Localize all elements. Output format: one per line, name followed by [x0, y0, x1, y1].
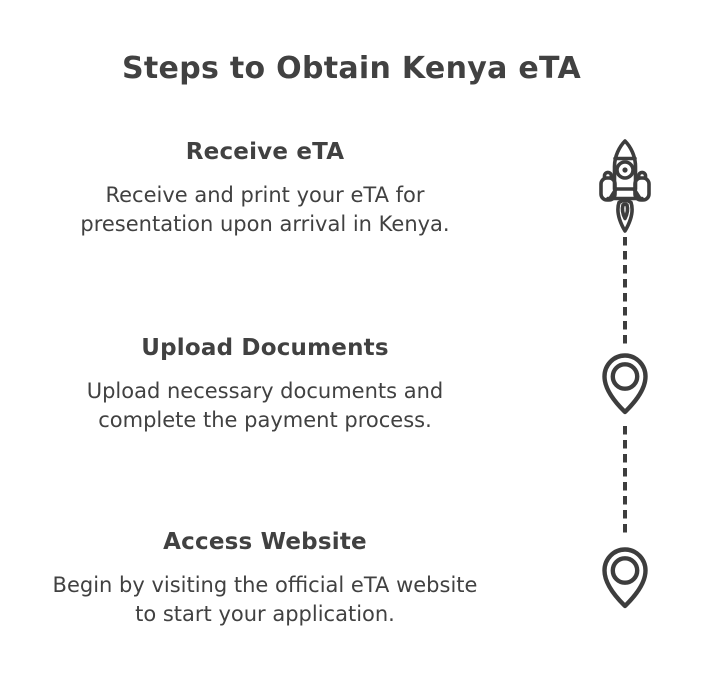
- location-pin-icon: [602, 353, 648, 415]
- step-receive-eta: Receive eTA Receive and print your eTA f…: [45, 137, 485, 239]
- step-upload-documents: Upload Documents Upload necessary docume…: [45, 333, 485, 435]
- step-description: Receive and print your eTA for presentat…: [80, 183, 450, 236]
- step-access-website: Access Website Begin by visiting the off…: [45, 527, 485, 629]
- timeline-dashed-connector: [623, 426, 627, 538]
- step-heading: Upload Documents: [141, 335, 389, 361]
- step-description: Begin by visiting the official eTA websi…: [52, 573, 478, 626]
- page-title: Steps to Obtain Kenya eTA: [122, 51, 581, 86]
- location-pin-icon: [602, 547, 648, 609]
- step-description: Upload necessary documents and complete …: [86, 379, 444, 432]
- step-heading: Receive eTA: [185, 139, 345, 165]
- timeline-dashed-connector: [623, 237, 627, 347]
- rocket-icon: [599, 139, 651, 233]
- step-heading: Access Website: [163, 529, 367, 555]
